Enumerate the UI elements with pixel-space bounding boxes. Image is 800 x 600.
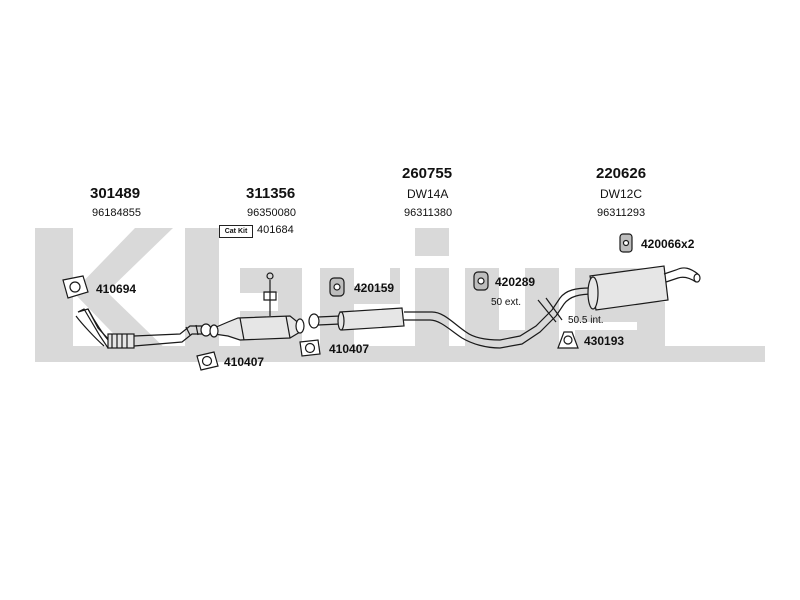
fitting-label-gasket-cat-front: 410407 [224, 355, 265, 369]
middle-silencer-icon [308, 307, 557, 349]
fitting-label-gasket-front: 410694 [96, 282, 137, 296]
part-number-rear-silencer: 220626 [596, 165, 647, 182]
cat-kit-number: 401684 [257, 224, 294, 236]
sub-number-rear-silencer: 96311293 [597, 207, 646, 219]
code-middle-silencer: DW14A [407, 187, 449, 201]
catalytic-converter-icon [209, 272, 305, 341]
part-number-front-pipe: 301489 [90, 185, 141, 202]
rear-silencer-icon [551, 265, 701, 317]
gasket-icon [62, 275, 89, 299]
part-number-middle-silencer: 260755 [402, 165, 453, 182]
clamp-icon [557, 331, 579, 349]
measurement-ext: 50 ext. [491, 297, 522, 308]
rubber-mount-icon [473, 271, 489, 291]
fitting-label-clamp: 430193 [584, 334, 625, 348]
sub-number-front-pipe: 96184855 [92, 207, 141, 219]
cat-kit-badge: Cat Kit [219, 225, 253, 238]
gasket-icon [299, 339, 321, 357]
sub-number-middle-silencer: 96311380 [404, 207, 453, 219]
part-number-catalytic-converter: 311356 [246, 185, 296, 202]
gasket-icon [196, 351, 219, 371]
measurement-int: 50.5 int. [568, 315, 604, 326]
sub-number-catalytic-converter: 96350080 [247, 207, 296, 219]
rubber-mount-icon [619, 233, 633, 253]
fitting-label-rubber-mount-1: 420159 [354, 281, 395, 295]
fitting-label-gasket-cat-rear: 410407 [329, 342, 370, 356]
rubber-mount-icon [329, 277, 345, 297]
code-rear-silencer: DW12C [600, 187, 643, 201]
fitting-label-rubber-mount-3: 420066x2 [641, 237, 695, 251]
fitting-label-rubber-mount-2: 420289 [495, 275, 536, 289]
front-pipe-icon [75, 308, 212, 350]
